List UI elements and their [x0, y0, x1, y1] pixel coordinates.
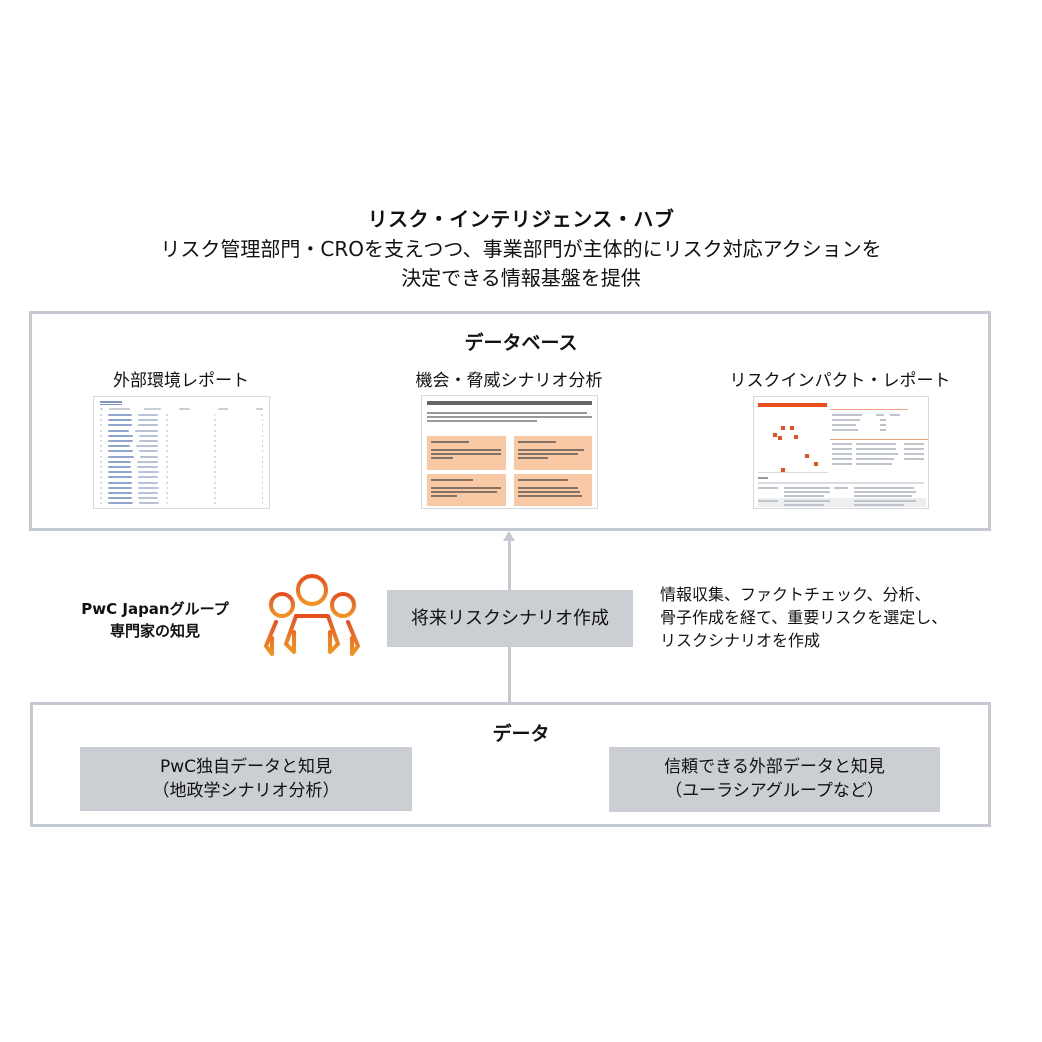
process-desc-line3: リスクシナリオを作成: [660, 631, 821, 650]
future-risk-scenario-box: 将来リスクシナリオ作成: [387, 590, 633, 647]
hub-title: リスク・インテリジェンス・ハブ: [367, 207, 675, 231]
hub-subtitle-line2: 決定できる情報基盤を提供: [401, 266, 641, 290]
risk-impact-report-thumbnail: [753, 396, 929, 509]
process-description: 情報収集、ファクトチェック、分析、 骨子作成を経て、重要リスクを選定し、 リスク…: [660, 583, 1000, 652]
thumb-heading: [427, 401, 592, 405]
scenario-analysis-thumbnail: [421, 395, 598, 509]
expert-knowledge-label: PwC Japanグループ 専門家の知見: [40, 598, 270, 642]
pwc-proprietary-data-box: PwC独自データと知見 （地政学シナリオ分析）: [80, 747, 412, 811]
data-section-title: データ: [492, 723, 550, 745]
external-report-label: 外部環境レポート: [113, 371, 249, 391]
external-data-box: 信頼できる外部データと知見 （ユーラシアグループなど）: [609, 747, 940, 812]
thumb-card: [514, 474, 592, 506]
hub-subtitle-line1: リスク管理部門・CROを支えつつ、事業部門が主体的にリスク対応アクションを: [160, 237, 882, 261]
scenario-analysis-label: 機会・脅威シナリオ分析: [415, 371, 603, 391]
expert-label-line1: PwC Japanグループ: [81, 600, 229, 618]
thumb-tab-underline: [100, 404, 122, 405]
external-data-line2: （ユーラシアグループなど）: [665, 781, 884, 801]
pwc-data-line2: （地政学シナリオ分析）: [152, 781, 340, 801]
thumb-table-header: [100, 407, 264, 411]
flow-arrow-up-icon: [503, 531, 515, 541]
thumb-card: [514, 436, 592, 470]
people-group-icon: [258, 572, 366, 664]
process-desc-line1: 情報収集、ファクトチェック、分析、: [660, 585, 931, 604]
thumb-card: [427, 474, 506, 506]
expert-label-line2: 専門家の知見: [109, 622, 200, 640]
external-report-thumbnail: [93, 396, 270, 509]
thumb-tab: [100, 401, 122, 403]
future-risk-scenario-label: 将来リスクシナリオ作成: [411, 608, 609, 629]
external-data-line1: 信頼できる外部データと知見: [664, 757, 885, 777]
database-section-title: データベース: [464, 332, 578, 354]
risk-impact-report-label: リスクインパクト・レポート: [729, 371, 951, 391]
pwc-data-line1: PwC独自データと知見: [159, 757, 333, 777]
process-desc-line2: 骨子作成を経て、重要リスクを選定し、: [660, 608, 948, 627]
thumb-orange-header: [758, 403, 827, 407]
thumb-card: [427, 436, 506, 470]
